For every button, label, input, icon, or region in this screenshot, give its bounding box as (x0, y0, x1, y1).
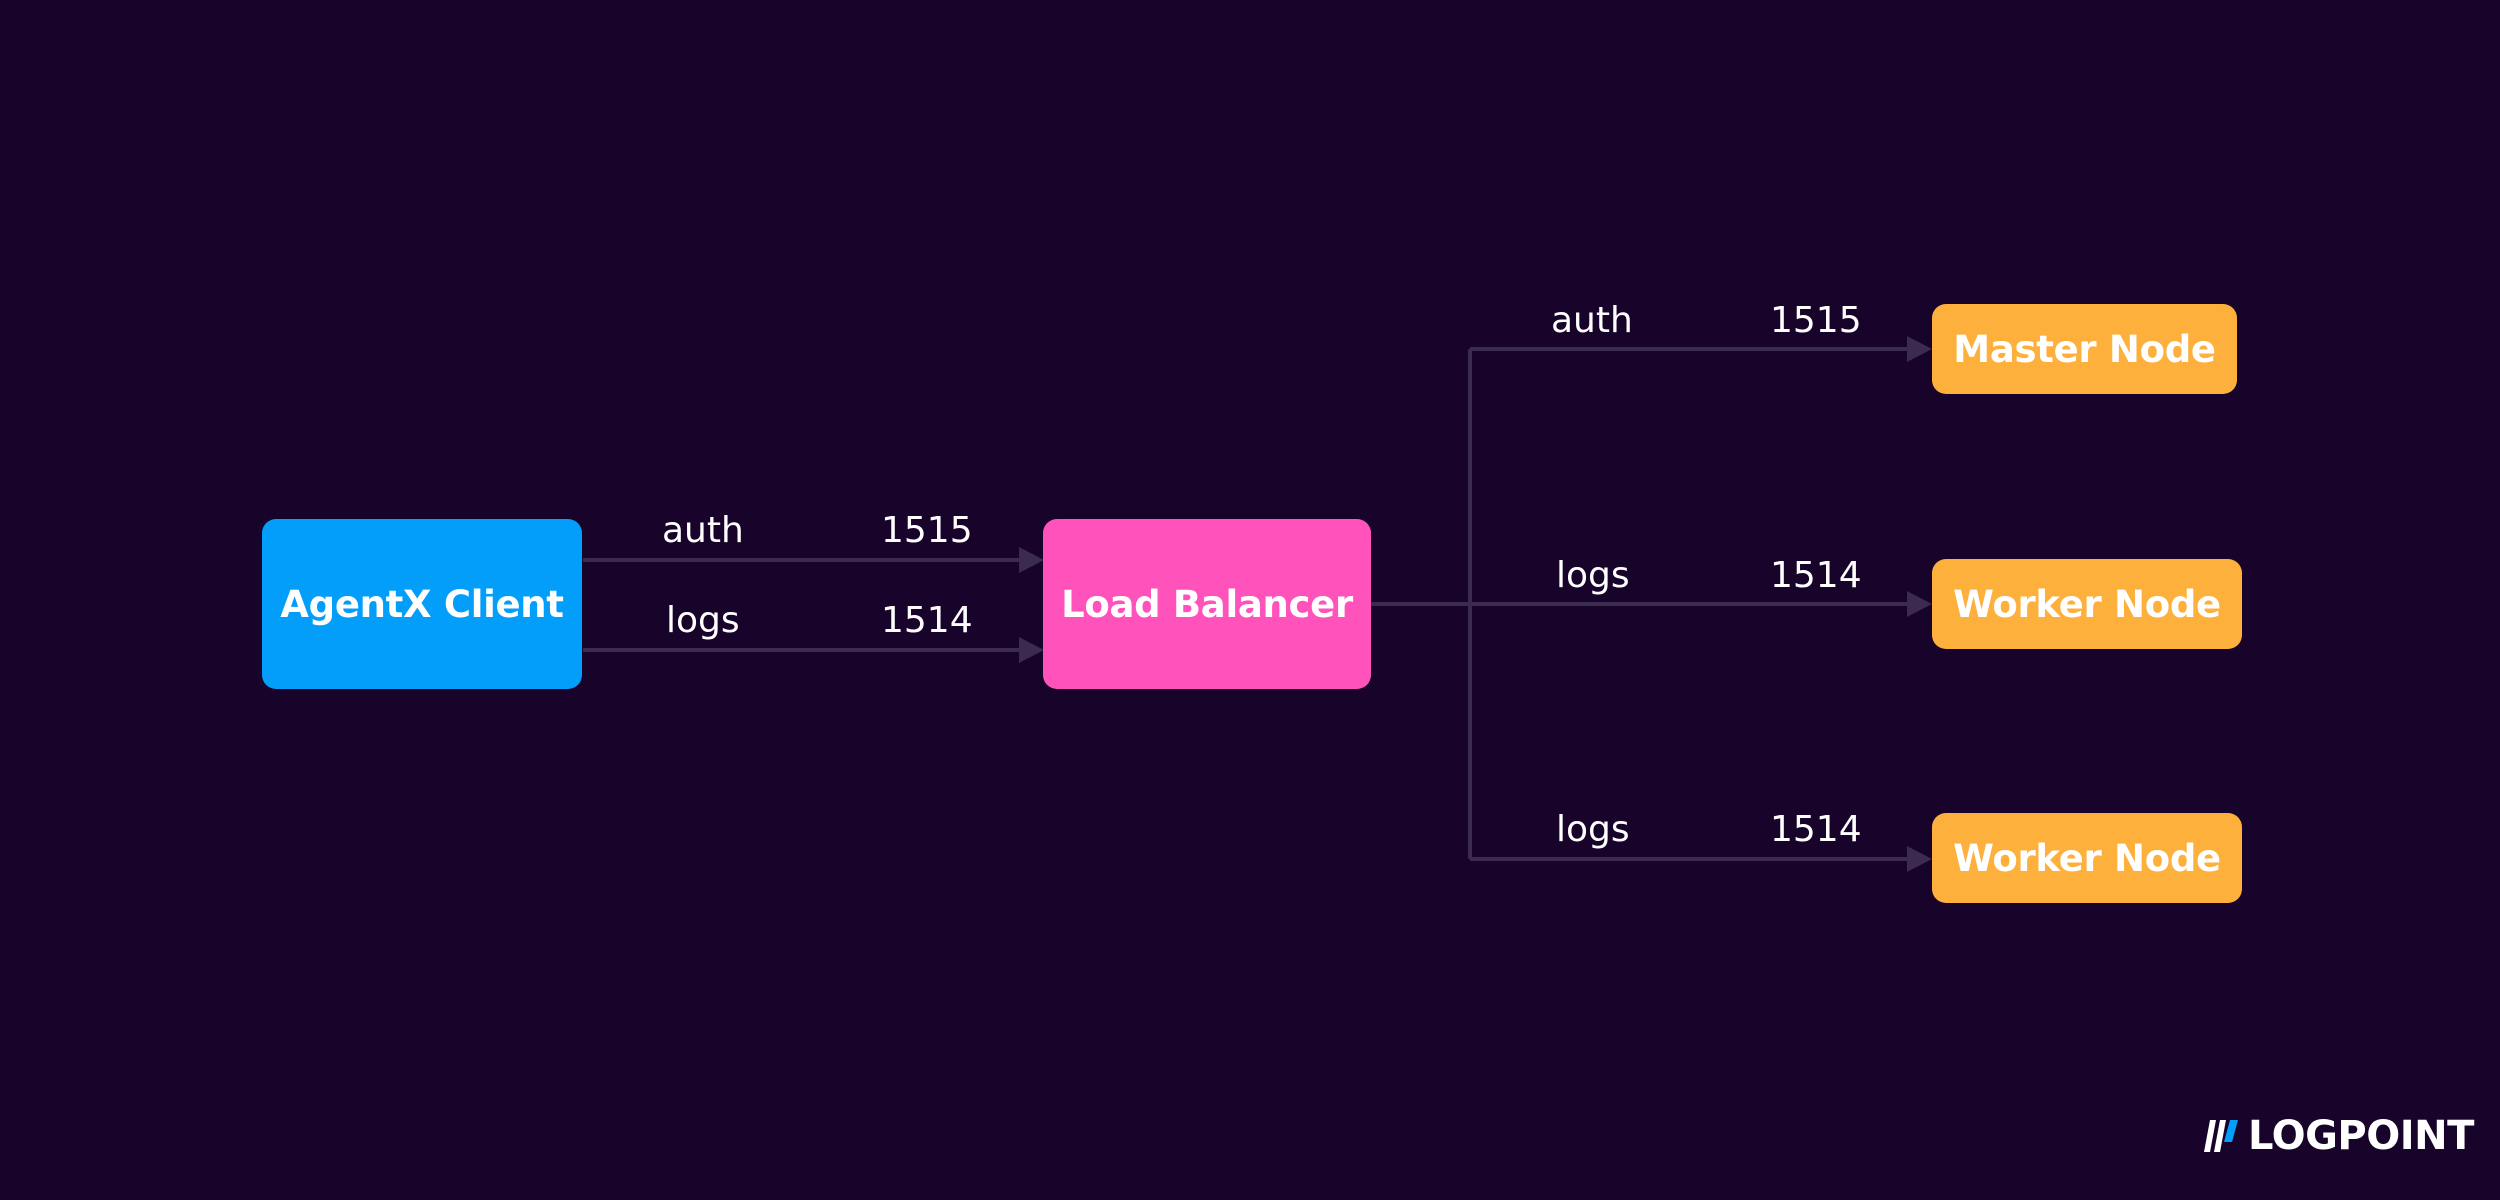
arrowhead-worker1-logs (1907, 591, 1932, 617)
logo-text: LOGPOINT (2248, 1113, 2474, 1159)
edge-label-protocol: logs (666, 600, 740, 641)
arrowhead-master-auth (1907, 336, 1932, 362)
agentx-client-node: AgentX Client (262, 519, 582, 689)
load-balancer-node: Load Balancer (1043, 519, 1371, 689)
arrowhead-worker2-logs (1907, 846, 1932, 872)
logpoint-logo: LOGPOINT (2204, 1116, 2474, 1156)
worker-node-2: Worker Node (1932, 813, 2242, 903)
arrowhead-client-logs (1019, 637, 1044, 663)
edge-label-port: 1514 (1770, 809, 1862, 850)
worker-node-1: Worker Node (1932, 559, 2242, 649)
edge-label-protocol: logs (1556, 555, 1630, 596)
logpoint-slashes-icon (2204, 1120, 2238, 1152)
edge-label-port: 1515 (1770, 300, 1862, 341)
edge-label-port: 1514 (1770, 555, 1862, 596)
edge-label-protocol: auth (1551, 300, 1633, 341)
edge-label-protocol: auth (662, 510, 744, 551)
edge-label-port: 1515 (881, 510, 973, 551)
edge-label-port: 1514 (881, 600, 973, 641)
master-node: Master Node (1932, 304, 2237, 394)
edge-label-protocol: logs (1556, 809, 1630, 850)
arrowhead-client-auth (1019, 547, 1044, 573)
